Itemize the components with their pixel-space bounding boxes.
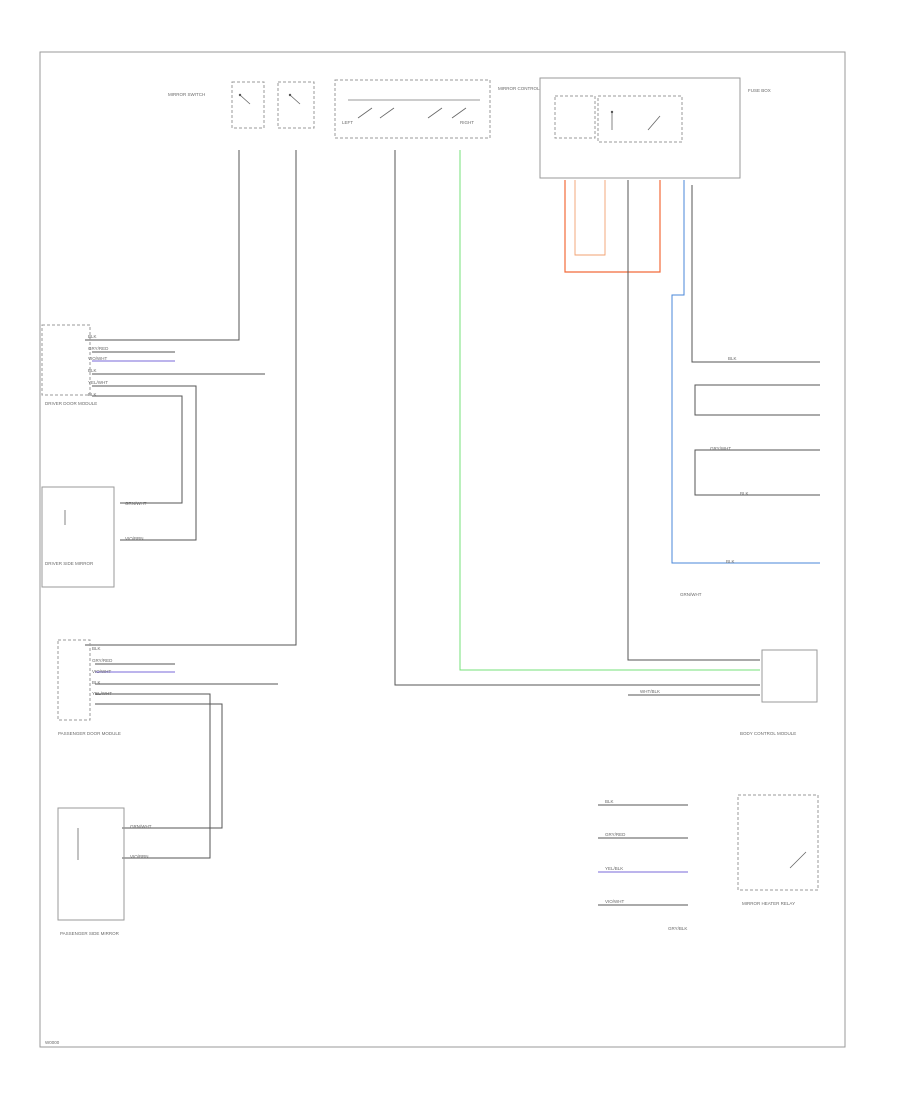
mirror-switch-connector-a: MIRROR SWITCH: [168, 81, 265, 129]
wire-right-bracket-2: [694, 449, 820, 496]
passenger-mirror-label: PASSENGER SIDE MIRROR: [60, 931, 120, 936]
wire-label-w10: GRY/RED: [92, 658, 113, 663]
wire-label-w12: BLK: [92, 680, 101, 685]
wire-label-w8: VIO/BRN: [125, 536, 144, 541]
footer-code: W0000: [45, 1040, 60, 1045]
wire-label-w7: GRN/WHT: [125, 501, 147, 506]
wire-label-w1: BLK: [88, 334, 97, 339]
wire-fuse-orange-inner: [574, 180, 606, 256]
wire-label-w19: BLK: [726, 559, 735, 564]
wire-fuse-blue: [671, 180, 820, 564]
body-control-module-label: BODY CONTROL MODULE: [740, 731, 796, 736]
wire-label-w15: VIO/BRN: [130, 854, 149, 859]
wire-switch-b-down: [85, 150, 297, 646]
passenger-side-mirror: PASSENGER SIDE MIRROR: [57, 807, 125, 936]
wire-label-w9: BLK: [92, 646, 101, 651]
wire-fuse-right-down: [691, 185, 820, 363]
wire-label-w17: GRY/WHT: [710, 446, 731, 451]
passenger-door-module-label: PASSENGER DOOR MODULE: [58, 731, 121, 736]
select-right-label: RIGHT: [460, 120, 474, 125]
driver-connector-frame: [41, 324, 91, 396]
mirror-switch-connector-b: [277, 81, 315, 129]
mirror-select-switch: LEFT RIGHT MIRROR CONTROL: [334, 79, 540, 139]
wire-label-w23: GRY/RED: [605, 832, 626, 837]
wire-label-w21: WHT/BLK: [640, 689, 660, 694]
wire-select-left-down: [394, 150, 760, 686]
driver-mirror-label: DRIVER SIDE MIRROR: [45, 561, 94, 566]
mirror-control-label: MIRROR CONTROL: [498, 86, 540, 91]
wire-label-w6: BLK: [88, 392, 97, 397]
wire-label-w3: VIO/WHT: [88, 356, 107, 361]
wire-label-w2: GRY/RED: [88, 346, 109, 351]
mirror-switch-label: MIRROR SWITCH: [168, 92, 205, 97]
wire-pass-6: [95, 703, 223, 829]
wire-label-w24: YEL/BLK: [605, 866, 623, 871]
passenger-connector-frame: [57, 639, 91, 721]
wire-driver-6: [92, 395, 183, 504]
diagram-frame: [39, 51, 846, 1048]
wire-switch-a-down: [85, 150, 240, 341]
wire-pass-5: [95, 693, 211, 859]
wire-label-w5: YEL/WHT: [88, 380, 108, 385]
mirror-heater-relay-label: MIRROR HEATER RELAY: [742, 901, 795, 906]
wire-right-bracket-1: [694, 384, 820, 416]
fuse-box-component: FUSE BOX: [539, 77, 771, 179]
relay-switch-contact: [789, 851, 807, 869]
wire-select-right-green: [459, 150, 760, 671]
wire-label-w11: VIO/WHT: [92, 669, 111, 674]
wire-fuse-orange-loop: [564, 180, 661, 273]
relay-connector-frame: [737, 794, 819, 891]
wire-label-w14: GRN/WHT: [130, 824, 152, 829]
wire-label-w26: GRY/BLK: [668, 926, 687, 931]
driver-door-module-label: DRIVER DOOR MODULE: [45, 401, 97, 406]
wire-label-w13: YEL/WHT: [92, 691, 112, 696]
wire-label-w22: BLK: [605, 799, 614, 804]
wire-driver-5: [92, 385, 197, 541]
wire-label-w16: BLK: [728, 356, 737, 361]
wire-label-w18: BLK: [740, 491, 749, 496]
fuse-box-label: FUSE BOX: [748, 88, 771, 93]
wire-label-w4: BLK: [88, 368, 97, 373]
wire-label-w20: GRN/WHT: [680, 592, 702, 597]
wire-fuse-down: [627, 180, 760, 661]
driver-side-mirror: DRIVER SIDE MIRROR: [41, 486, 115, 588]
body-control-module: BODY CONTROL MODULE: [740, 649, 818, 736]
select-left-label: LEFT: [342, 120, 353, 125]
wire-label-w25: VIO/WHT: [605, 899, 624, 904]
